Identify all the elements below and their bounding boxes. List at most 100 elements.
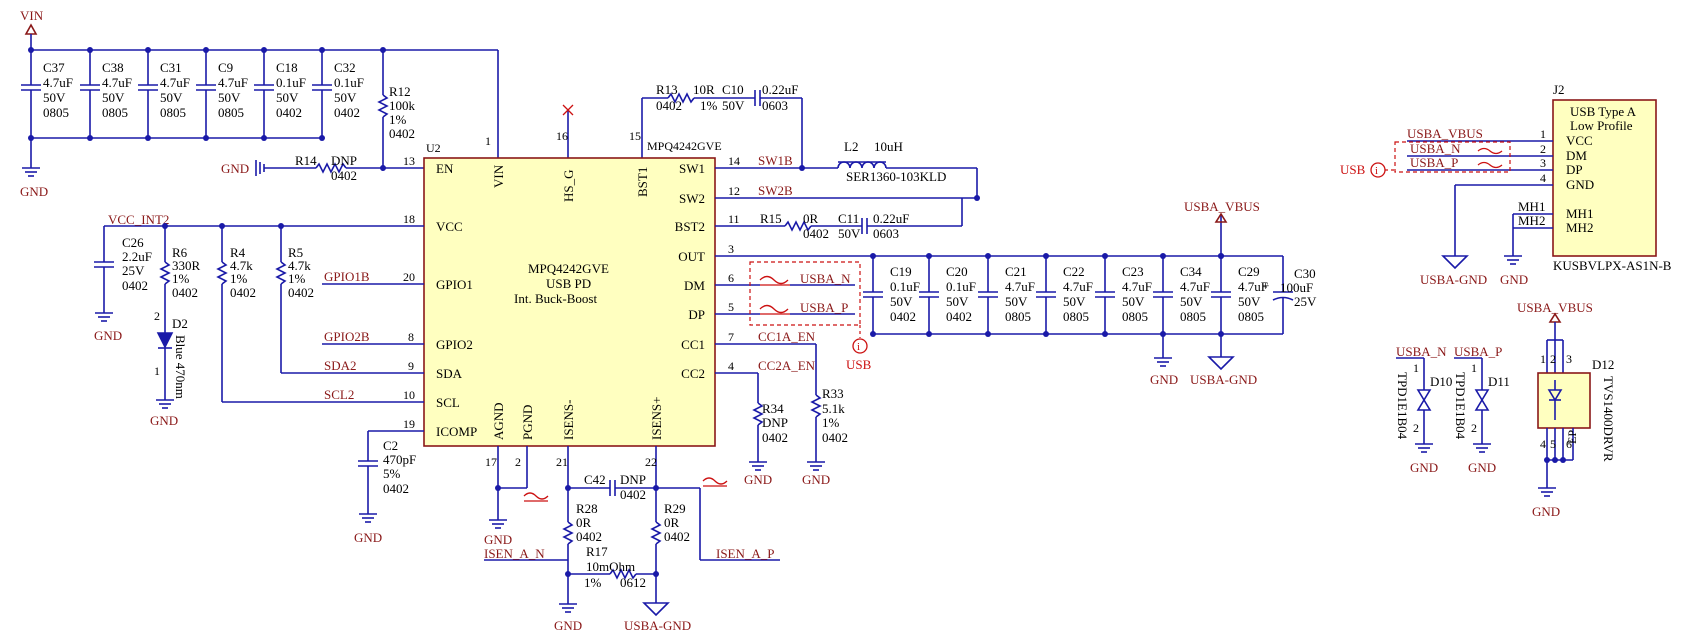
svg-text:3: 3 (1540, 156, 1546, 170)
bst1-net: R13 10R 0402 1% C10 0.22uF 50V 0603 15 M… (629, 82, 805, 171)
svg-text:1: 1 (1413, 361, 1419, 375)
u2-pin-right: SW1 (679, 161, 705, 176)
svg-text:5.1k: 5.1k (822, 401, 845, 416)
svg-text:R4: R4 (230, 245, 246, 260)
output-cap-ref: C21 (1005, 264, 1027, 279)
input-cap-v: 50V (102, 90, 125, 105)
u2-pin-right: SW2 (679, 191, 705, 206)
svg-text:10: 10 (403, 388, 415, 402)
output-cap-ref: C20 (946, 264, 968, 279)
svg-text:MPQ4242GVE: MPQ4242GVE (647, 139, 722, 153)
svg-text:R34: R34 (762, 401, 784, 416)
svg-text:KUSBVLPX-AS1N-B: KUSBVLPX-AS1N-B (1553, 258, 1672, 273)
output-cap-v: 50V (1005, 294, 1028, 309)
svg-text:0402: 0402 (331, 168, 357, 183)
svg-text:22: 22 (645, 455, 657, 469)
svg-text:18: 18 (403, 212, 415, 226)
svg-text:USBA_VBUS: USBA_VBUS (1184, 199, 1260, 214)
svg-text:10R: 10R (693, 82, 715, 97)
svg-text:25V: 25V (1294, 294, 1317, 309)
input-cap-val: 4.7uF (160, 75, 190, 90)
input-cap-ref: C9 (218, 60, 233, 75)
svg-text:4.7k: 4.7k (288, 258, 311, 273)
svg-text:5: 5 (1550, 437, 1556, 451)
svg-text:0402: 0402 (383, 481, 409, 496)
output-cap-val: 4.7uF (1122, 279, 1152, 294)
svg-text:0402: 0402 (656, 98, 682, 113)
svg-text:0402: 0402 (576, 529, 602, 544)
svg-text:USBA_N: USBA_N (800, 271, 851, 286)
cc-nets: 7 CC1A_EN GND R33 5.1k 1% 0402 4 CC2A_EN… (715, 329, 848, 487)
svg-text:0402: 0402 (822, 430, 848, 445)
svg-text:USBA-GND: USBA-GND (624, 618, 691, 633)
svg-text:GPIO1B: GPIO1B (324, 269, 370, 284)
svg-text:R28: R28 (576, 501, 598, 516)
svg-text:USBA_VBUS: USBA_VBUS (1517, 300, 1593, 315)
svg-text:1: 1 (485, 134, 491, 148)
input-cap-ref: C18 (276, 60, 298, 75)
svg-text:0.22uF: 0.22uF (873, 211, 909, 226)
u2-pin-right: DP (688, 307, 705, 322)
output-cap-ref: C19 (890, 264, 912, 279)
u2-pin-right: CC1 (681, 337, 705, 352)
svg-text:0402: 0402 (288, 285, 314, 300)
svg-text:50V: 50V (838, 226, 861, 241)
j2-connector: J2 USB Type A Low Profile VCC DM DP GND … (1340, 82, 1672, 287)
svg-text:ISENS+: ISENS+ (649, 397, 664, 440)
input-cap-val: 0.1uF (276, 75, 306, 90)
svg-text:R29: R29 (664, 501, 686, 516)
u2-pin-right: CC2 (681, 366, 705, 381)
svg-text:2: 2 (1413, 421, 1419, 435)
svg-text:R13: R13 (656, 82, 678, 97)
svg-text:R17: R17 (586, 544, 608, 559)
output-cap-ref: C34 (1180, 264, 1202, 279)
svg-text:MH1: MH1 (1518, 199, 1545, 214)
svg-text:25V: 25V (122, 263, 145, 278)
input-cap-pkg: 0805 (43, 105, 69, 120)
input-cap-ref: C38 (102, 60, 124, 75)
svg-text:6: 6 (1566, 437, 1572, 451)
svg-text:C26: C26 (122, 235, 144, 250)
svg-text:0402: 0402 (230, 285, 256, 300)
svg-text:i: i (857, 341, 860, 353)
svg-text:DNP: DNP (331, 153, 357, 168)
svg-text:USB: USB (846, 357, 872, 372)
input-cap-pkg: 0805 (102, 105, 128, 120)
svg-text:GND: GND (354, 530, 382, 545)
svg-text:16: 16 (556, 129, 568, 143)
output-cap-v: 50V (946, 294, 969, 309)
svg-text:J2: J2 (1553, 82, 1565, 97)
svg-text:MPQ4242GVE: MPQ4242GVE (528, 261, 609, 276)
svg-text:GND: GND (1410, 460, 1438, 475)
output-cap-pkg: 0805 (1122, 309, 1148, 324)
svg-text:330R: 330R (172, 258, 201, 273)
svg-text:D2: D2 (172, 316, 188, 331)
svg-text:Int. Buck-Boost: Int. Buck-Boost (514, 291, 597, 306)
input-cap-val: 4.7uF (43, 75, 73, 90)
svg-text:C11: C11 (838, 211, 859, 226)
svg-text:AGND: AGND (491, 402, 506, 440)
svg-text:GND: GND (1500, 272, 1528, 287)
svg-text:TVS1400DRVR: TVS1400DRVR (1601, 376, 1616, 462)
svg-text:6: 6 (728, 271, 734, 285)
svg-text:15: 15 (629, 129, 641, 143)
svg-text:VCC_INT2: VCC_INT2 (108, 212, 169, 227)
svg-text:R15: R15 (760, 211, 782, 226)
svg-text:USBA_P: USBA_P (1410, 155, 1458, 170)
svg-text:DM: DM (1566, 148, 1587, 163)
svg-text:GPIO2B: GPIO2B (324, 329, 370, 344)
output-cap-val: 0.1uF (890, 279, 920, 294)
u2-pin-right: DM (684, 278, 705, 293)
output-cap-val: 4.7uF (1238, 279, 1268, 294)
svg-text:L2: L2 (844, 139, 858, 154)
svg-text:5: 5 (728, 300, 734, 314)
svg-text:SW1B: SW1B (758, 153, 793, 168)
svg-text:GND: GND (1468, 460, 1496, 475)
svg-text:GND: GND (484, 532, 512, 547)
output-cap-v: 50V (890, 294, 913, 309)
input-cap-val: 4.7uF (218, 75, 248, 90)
svg-text:2: 2 (1550, 352, 1556, 366)
svg-text:13: 13 (403, 154, 415, 168)
svg-text:1: 1 (1540, 352, 1546, 366)
